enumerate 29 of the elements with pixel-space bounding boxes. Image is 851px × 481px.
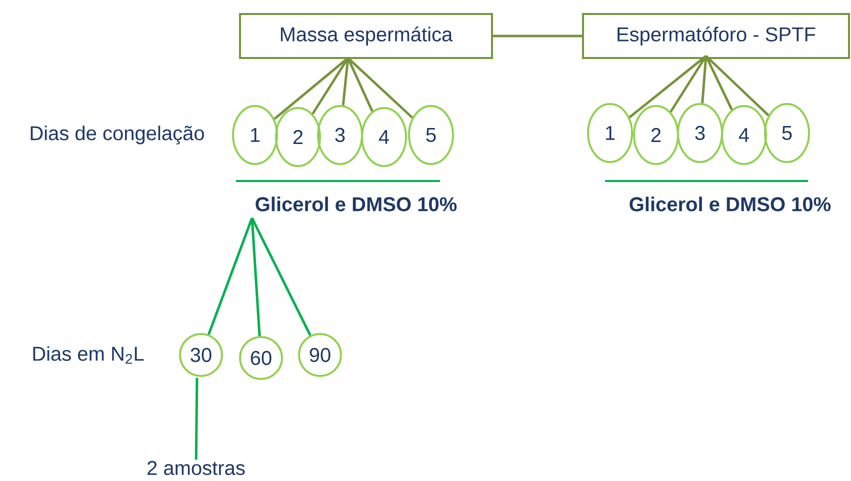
number-oval: 3 — [677, 103, 723, 163]
connector-line — [342, 58, 350, 106]
number-oval: 3 — [317, 105, 363, 165]
connector-line — [705, 55, 770, 116]
number-oval: 1 — [232, 105, 278, 165]
connector-line — [628, 55, 707, 118]
number-oval: 5 — [408, 105, 454, 165]
text-box: Massa espermática — [239, 13, 493, 59]
connector-line — [493, 34, 582, 38]
row-label: Dias em N$_{2}$L — [33, 346, 144, 364]
connector-line — [194, 378, 198, 460]
connector-line — [250, 218, 261, 336]
connector-line — [704, 55, 733, 110]
text-box: Espermatóforo - SPTF — [582, 13, 850, 59]
number-oval: 4 — [361, 107, 407, 167]
number-oval: 2 — [633, 105, 679, 165]
number-oval: 2 — [275, 107, 321, 167]
connector-line — [670, 55, 708, 113]
connector-line — [274, 57, 349, 120]
connector-line — [208, 218, 254, 335]
sample-text: 2 amostras — [148, 460, 245, 476]
number-oval: 4 — [721, 105, 767, 165]
treatment-text: Glicerol e DMSO 10% — [256, 196, 457, 212]
connector-line — [250, 217, 312, 336]
number-oval: 5 — [764, 103, 810, 163]
number-oval: 1 — [587, 103, 633, 163]
row-label: Dias de congelação — [30, 126, 204, 144]
treatment-text: Glicerol e DMSO 10% — [630, 196, 831, 212]
connector-line — [347, 57, 414, 119]
